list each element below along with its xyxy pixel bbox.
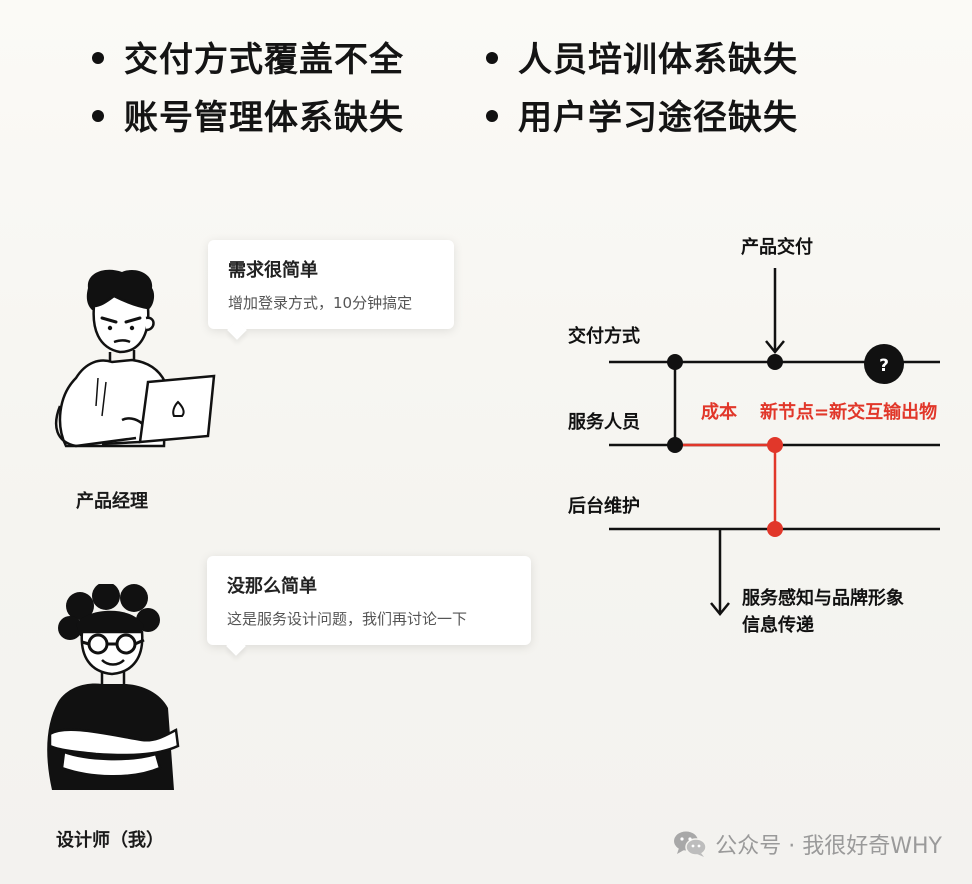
bullet-dot (486, 109, 498, 122)
pm-bubble-subtitle: 增加登录方式，10分钟搞定 (228, 294, 413, 312)
new-node-label: 新节点=新交互输出物 (760, 401, 937, 423)
line1-label: 交付方式 (568, 325, 640, 347)
node (767, 354, 783, 370)
designer-bubble-subtitle: 这是服务设计问题，我们再讨论一下 (227, 610, 468, 628)
bullet-item: 交付方式覆盖不全 (92, 36, 404, 84)
bullet-dot (92, 51, 104, 64)
watermark: 公众号 · 我很好奇WHY (673, 828, 942, 860)
bullet-item: 用户学习途径缺失 (486, 94, 798, 142)
designer-bubble-title: 没那么简单 (227, 576, 317, 597)
bullet-dot (486, 51, 498, 64)
bullet-item: 账号管理体系缺失 (92, 94, 404, 142)
bottom-label-2: 信息传递 (742, 614, 814, 636)
node (667, 354, 683, 370)
bottom-label-1: 服务感知与品牌形象 (742, 587, 904, 609)
pm-caption: 产品经理 (76, 491, 148, 512)
unknown-node (864, 344, 904, 384)
designer-speech-bubble: 没那么简单 这是服务设计问题，我们再讨论一下 (207, 556, 531, 645)
top-label: 产品交付 (741, 236, 813, 258)
red-node (767, 521, 783, 537)
designer-caption: 设计师（我） (56, 830, 164, 851)
top-arrow-head (765, 340, 785, 354)
red-node (767, 437, 783, 453)
question-mark: ? (879, 356, 889, 376)
cost-label: 成本 (701, 401, 737, 423)
node (667, 437, 683, 453)
watermark-text: 公众号 · 我很好奇WHY (715, 834, 942, 859)
wechat-icon (674, 831, 708, 857)
pm-bubble-title: 需求很简单 (228, 260, 318, 281)
line2-label: 服务人员 (568, 411, 640, 433)
bottom-arrow-head (710, 602, 730, 616)
designer-illustration (47, 584, 180, 790)
line3-label: 后台维护 (568, 495, 640, 517)
pm-speech-bubble: 需求很简单 增加登录方式，10分钟搞定 (208, 240, 454, 329)
bullet-dot (92, 109, 104, 122)
bullet-item: 人员培训体系缺失 (486, 36, 798, 84)
product-manager-illustration (55, 269, 216, 448)
